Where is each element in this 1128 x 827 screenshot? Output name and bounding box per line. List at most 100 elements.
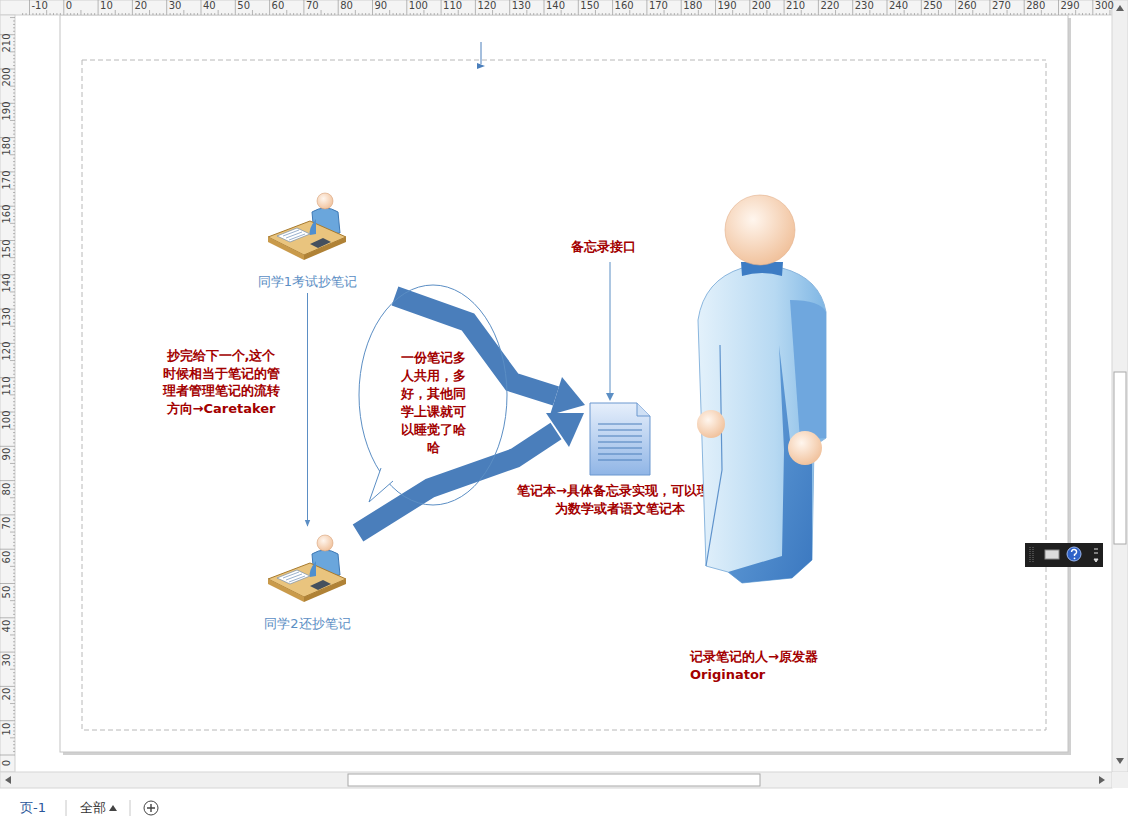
ruler-number: 0	[66, 0, 72, 12]
ruler-tick	[13, 230, 15, 231]
document-line	[598, 436, 642, 437]
add-page-plus	[147, 804, 155, 812]
ruler-tick	[13, 473, 15, 474]
student-desk: 同学1考试抄笔记	[250, 185, 365, 291]
ruler-tick	[170, 13, 171, 15]
ruler-tick	[914, 13, 915, 15]
ruler-tick	[13, 525, 15, 526]
tab-separator	[130, 800, 131, 816]
ruler-tick	[537, 13, 538, 15]
ruler-number: 120	[1, 336, 13, 366]
ruler-tick	[13, 456, 15, 457]
ruler-tick	[447, 13, 448, 15]
help-glyph	[1072, 549, 1077, 556]
ruler-tick	[502, 13, 503, 15]
ruler-tick	[13, 387, 15, 388]
ruler-tick	[660, 13, 661, 15]
ruler-tick	[351, 13, 352, 15]
ruler-tick	[152, 13, 153, 15]
ruler-number: 240	[889, 0, 908, 12]
ruler-tick	[729, 13, 730, 15]
ruler-tick	[13, 477, 15, 478]
ruler-tick	[856, 13, 857, 15]
ruler-tick	[976, 13, 977, 15]
ruler-tick	[13, 96, 15, 97]
ruler-tick	[1051, 13, 1052, 15]
ruler-tick	[530, 13, 531, 15]
ruler-tick	[13, 58, 15, 59]
all-pages-tab: 全部	[80, 800, 106, 816]
ruler-tick	[13, 717, 15, 718]
ruler-tick	[159, 13, 160, 15]
ruler-tick	[118, 13, 119, 15]
ruler-tick	[465, 13, 466, 15]
ruler-tick	[13, 370, 15, 371]
ruler-tick	[290, 13, 291, 15]
ruler-tick	[135, 13, 136, 15]
ruler-tick	[190, 13, 191, 15]
ruler-tick	[516, 13, 517, 15]
ruler-tick	[657, 13, 658, 15]
ruler-tick	[286, 10, 287, 15]
ruler-tick	[13, 432, 15, 433]
interface-leader	[610, 262, 611, 394]
ruler-tick	[77, 13, 78, 15]
doc-icon	[515, 400, 725, 482]
ruler-tick	[989, 0, 990, 15]
ruler-number: 140	[546, 0, 565, 12]
ruler-number: 160	[1, 199, 13, 229]
ruler-tick	[13, 278, 15, 279]
ruler-tick	[245, 13, 246, 15]
ruler-tick	[0, 446, 15, 447]
ruler-tick	[13, 75, 15, 76]
ruler-tick	[228, 13, 229, 15]
ruler-tick	[13, 710, 15, 711]
ruler-tick	[104, 13, 105, 15]
ruler-tick	[13, 336, 15, 337]
ruler-tick	[808, 13, 809, 15]
ruler-tick	[13, 384, 15, 385]
ruler-tick	[273, 13, 274, 15]
ruler-tick	[365, 13, 366, 15]
ruler-number: 200	[752, 0, 771, 12]
student-arm	[310, 561, 316, 577]
ruler-tick	[80, 10, 81, 15]
ruler-tick	[331, 13, 332, 15]
ruler-number: 60	[1, 542, 13, 572]
ruler-tick	[13, 281, 15, 282]
ruler-tick	[838, 13, 839, 15]
ruler-tick	[544, 0, 545, 15]
ruler-tick	[13, 113, 15, 114]
scroll-thumb	[1114, 372, 1126, 544]
ruler-tick	[574, 13, 575, 15]
ruler-tick	[13, 542, 15, 543]
node-label: 同学2还抄笔记	[250, 615, 365, 633]
ruler-tick	[13, 730, 15, 731]
ruler-tick	[468, 13, 469, 15]
ruler-tick	[736, 13, 737, 15]
ruler-tick	[742, 13, 743, 15]
ruler-tick	[13, 748, 15, 749]
ruler-tick	[310, 13, 311, 15]
caretaker-note: 抄完给下一个,这个时候相当于笔记的管理者管理笔记的流转方向→Caretaker	[162, 347, 280, 417]
person-arm	[790, 300, 826, 440]
ruler-tick	[13, 48, 15, 49]
person-hand	[788, 431, 822, 465]
student-desk: 同学2还抄笔记	[250, 527, 365, 633]
ruler-tick	[396, 13, 397, 15]
ruler-tick	[13, 453, 15, 454]
ruler-tick	[406, 0, 407, 15]
ruler-tick	[10, 463, 15, 464]
ruler-tick	[814, 13, 815, 15]
ruler-tick	[598, 13, 599, 15]
ruler-tick	[13, 151, 15, 152]
ruler-tick	[13, 333, 15, 334]
ruler-tick	[13, 110, 15, 111]
ruler-tick	[255, 13, 256, 15]
ruler-tick	[1003, 13, 1004, 15]
ruler-tick	[122, 13, 123, 15]
ruler-tick	[13, 106, 15, 107]
ruler-tick	[13, 682, 15, 683]
ruler-tick	[13, 401, 15, 402]
ruler-tick	[461, 13, 462, 15]
